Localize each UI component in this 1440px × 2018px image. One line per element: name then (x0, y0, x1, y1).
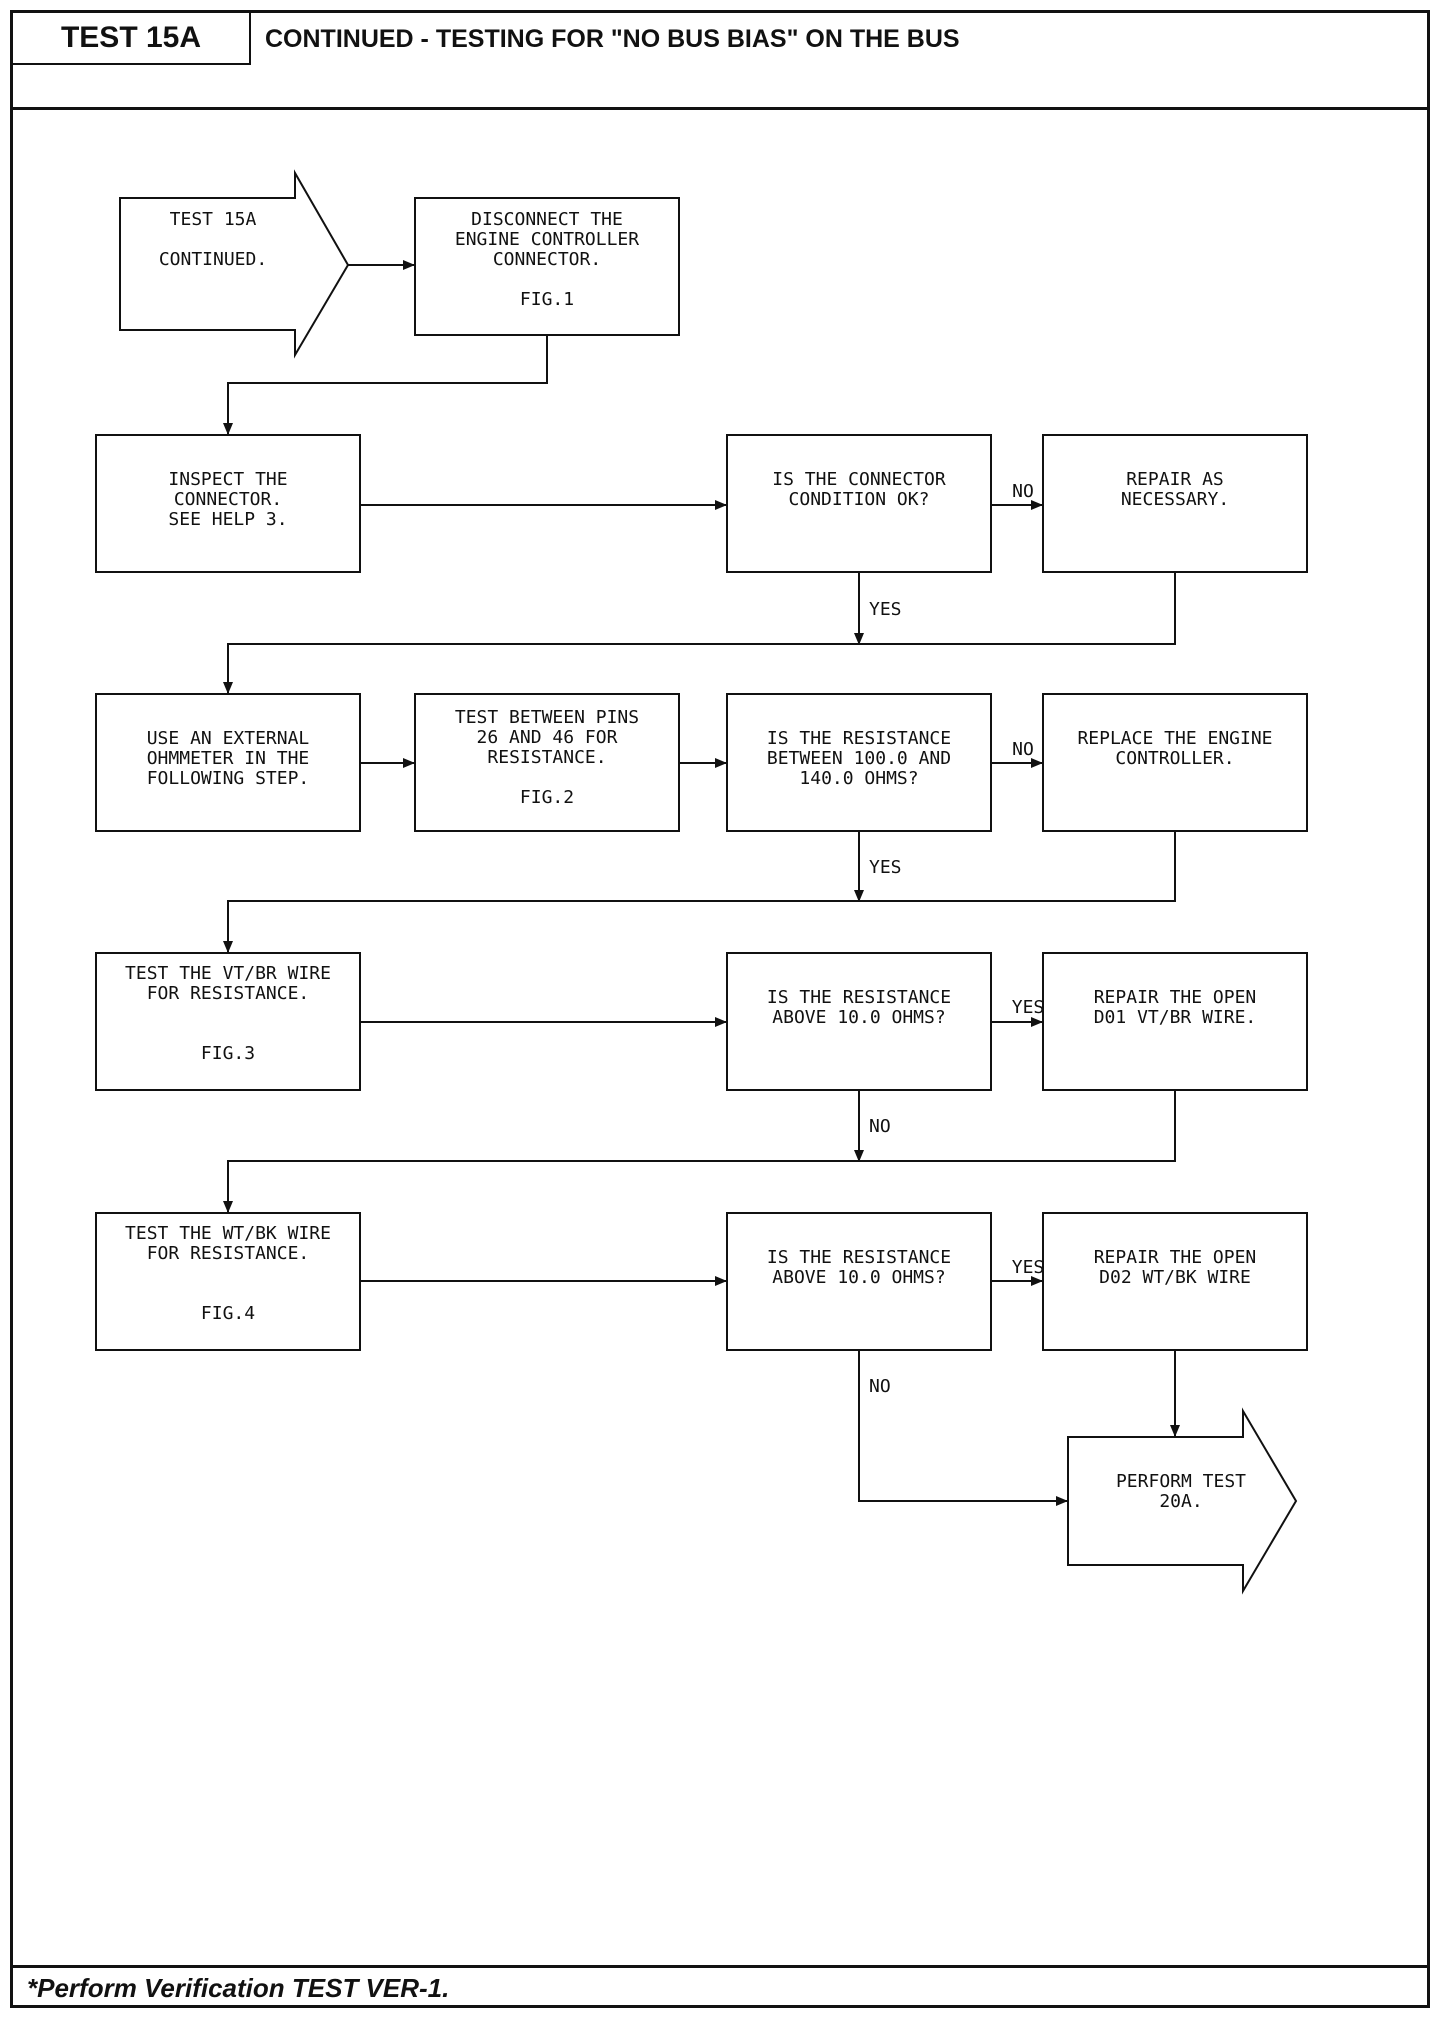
box-text-line: CONDITION OK? (789, 489, 930, 510)
repair-d01-box (1042, 952, 1308, 1091)
perform-test-arrow-shape (1067, 1407, 1298, 1595)
verification-note: *Perform Verification TEST VER-1. (27, 1973, 450, 2003)
box-text-line: 26 AND 46 FOR (477, 727, 618, 748)
box-text-line: BETWEEN 100.0 AND (767, 748, 951, 769)
range-yes-label: YES (869, 857, 902, 878)
box-text-line: CONTINUED. (159, 249, 267, 270)
box-text-line: RESISTANCE. (487, 747, 606, 768)
box-text-line: 20A. (1159, 1491, 1202, 1512)
box-text-line: REPAIR THE OPEN (1094, 1247, 1257, 1268)
wt-bk-above-box (726, 1212, 992, 1351)
box-text-line: PERFORM TEST (1116, 1471, 1246, 1492)
box-text-line: OHMMETER IN THE (147, 748, 310, 769)
connector-repair-return (859, 572, 1176, 645)
range-no-label: NO (1012, 739, 1034, 760)
box-text-line: ENGINE CONTROLLER (455, 229, 639, 250)
box-text-line: CONNECTOR. (493, 249, 601, 270)
box-text-line: TEST 15A (170, 209, 257, 230)
box-text-line: FIG.3 (201, 1043, 255, 1064)
box-text-line: CONTROLLER. (1115, 748, 1234, 769)
connector-replace-return (859, 831, 1176, 902)
box-text-line: IS THE RESISTANCE (767, 728, 951, 749)
vt-br-above-box (726, 952, 992, 1091)
connector-disconnect-to-inspect (223, 335, 548, 435)
connector-to-test-vt-br (223, 900, 859, 953)
diagnostic-page: TEST 15A CONTINUED - TESTING FOR "NO BUS… (10, 10, 1430, 2008)
box-text-line: TEST THE VT/BR WIRE (125, 963, 331, 984)
connector-yes-label: YES (869, 599, 902, 620)
start-arrow-shape (119, 169, 350, 359)
footer-divider (13, 1965, 1427, 1968)
wt-bk-yes-label: YES (1012, 1257, 1045, 1278)
box-text-line: FOR RESISTANCE. (147, 983, 310, 1004)
box-text-line: REPAIR THE OPEN (1094, 987, 1257, 1008)
box-text-line: 140.0 OHMS? (799, 768, 918, 789)
box-text-line: IS THE CONNECTOR (772, 469, 946, 490)
box-text-line: USE AN EXTERNAL (147, 728, 310, 749)
repair-necessary-box (1042, 434, 1308, 573)
box-text-line: DISCONNECT THE (471, 209, 623, 230)
connector-d01-return (859, 1090, 1176, 1162)
connector-no-label: NO (1012, 481, 1034, 502)
connector-wt-bk-no (858, 1350, 1068, 1506)
box-text-line: REPLACE THE ENGINE (1077, 728, 1272, 749)
box-text-line: FIG.4 (201, 1303, 255, 1324)
vt-br-yes-label: YES (1012, 997, 1045, 1018)
inspect-box (95, 434, 361, 573)
box-text-line: IS THE RESISTANCE (767, 1247, 951, 1268)
box-text-line: FOLLOWING STEP. (147, 768, 310, 789)
start-arrow-label: TEST 15A CONTINUED. (159, 209, 267, 270)
replace-controller-box (1042, 693, 1308, 832)
box-text-line: D02 WT/BK WIRE (1099, 1267, 1251, 1288)
box-text-line: TEST BETWEEN PINS (455, 707, 639, 728)
box-text-line: CONNECTOR. (174, 489, 282, 510)
connector-to-test-wt-bk (223, 1160, 859, 1213)
box-text-line: D01 VT/BR WIRE. (1094, 1007, 1257, 1028)
test-vt-br-box (95, 952, 361, 1091)
connector-ok-box (726, 434, 992, 573)
resistance-range-box (726, 693, 992, 832)
box-text-line: ABOVE 10.0 OHMS? (772, 1267, 945, 1288)
box-text-line: SEE HELP 3. (168, 509, 287, 530)
box-text-line: ABOVE 10.0 OHMS? (772, 1007, 945, 1028)
box-text-line: IS THE RESISTANCE (767, 987, 951, 1008)
header-divider (13, 107, 1427, 110)
box-text-line: FIG.2 (520, 787, 574, 808)
box-text-line: TEST THE WT/BK WIRE (125, 1223, 331, 1244)
box-text-line: INSPECT THE (168, 469, 287, 490)
box-text-line: FIG.1 (520, 289, 574, 310)
test-id-label: TEST 15A (13, 13, 251, 65)
connector-to-use-ohmmeter (223, 643, 859, 694)
test-pins-box (414, 693, 680, 832)
box-text-line: REPAIR AS (1126, 469, 1224, 490)
test-wt-bk-box (95, 1212, 361, 1351)
vt-br-no-label: NO (869, 1116, 891, 1137)
box-text-line: FOR RESISTANCE. (147, 1243, 310, 1264)
box-text-line: NECESSARY. (1121, 489, 1229, 510)
page-title: CONTINUED - TESTING FOR "NO BUS BIAS" ON… (265, 24, 960, 53)
wt-bk-no-label: NO (869, 1376, 891, 1397)
